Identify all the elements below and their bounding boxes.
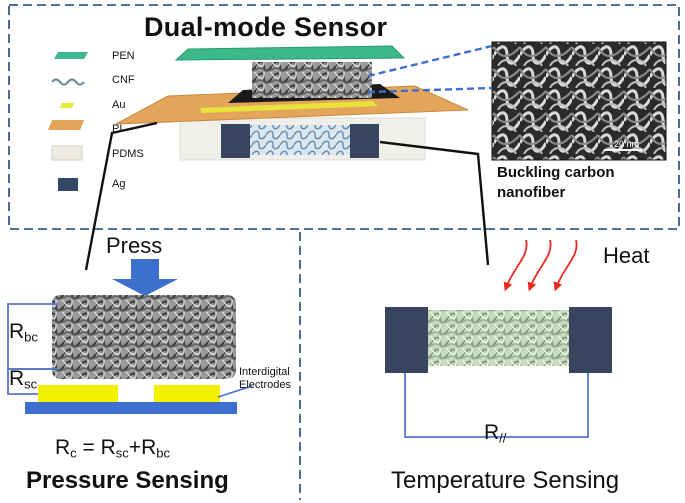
rsc-sub: sc xyxy=(24,376,38,392)
parallel-resistance-label: R// xyxy=(484,421,506,445)
temp-ag-electrode-right xyxy=(569,307,612,373)
heat-arrow-2 xyxy=(527,239,552,292)
press-arrow-shaft xyxy=(131,259,159,279)
interdigital-electrode-left xyxy=(38,385,118,402)
sem-caption-line-1: Buckling carbon xyxy=(497,164,615,181)
formula-plus: + xyxy=(128,436,142,459)
legend-label-au: Au xyxy=(112,99,126,111)
pen-layer xyxy=(174,45,406,61)
formula-rc: R xyxy=(55,436,71,459)
top-cnf-layer xyxy=(252,62,372,98)
rsc-bracket xyxy=(7,368,58,395)
ag-electrode-swatch xyxy=(58,178,78,191)
electrodes-label: Interdigital Electrodes xyxy=(239,366,291,392)
pen-layer-swatch xyxy=(54,52,88,59)
au-electrode-swatch xyxy=(60,103,74,108)
sem-scale-bar: 20 nm xyxy=(614,139,639,149)
formula-rsc: R xyxy=(100,436,116,459)
heat-arrow-3 xyxy=(553,239,578,292)
ag-block-left xyxy=(221,124,250,158)
formula-rbc: R xyxy=(141,436,157,459)
rsc-main: R xyxy=(9,367,25,390)
pressure-sensing-title: Pressure Sensing xyxy=(26,467,229,494)
formula-equals: = xyxy=(76,436,101,459)
pdms-block-swatch xyxy=(51,145,83,161)
pi-layer-swatch xyxy=(48,120,84,130)
formula-rbc-sub: bc xyxy=(156,445,170,461)
electrodes-pointer xyxy=(217,385,253,398)
bottom-cnf-layer xyxy=(245,125,355,155)
formula-rsc-sub: sc xyxy=(115,445,129,461)
au-electrodes-top xyxy=(200,101,378,113)
resistance-formula: Rc = Rsc+Rbc xyxy=(55,436,170,460)
temperature-cnf-layer xyxy=(426,310,572,366)
device-stack-illustration xyxy=(115,45,469,161)
heat-label: Heat xyxy=(603,243,650,268)
electrodes-line-1: Interdigital xyxy=(239,366,290,378)
lead-line-temperature xyxy=(379,140,490,266)
temperature-circuit-loop xyxy=(404,372,589,438)
r-parallel-sub: // xyxy=(499,430,507,446)
rbc-label: Rbc xyxy=(9,320,38,344)
pressure-substrate xyxy=(25,402,237,414)
legend-label-pdms: PDMS xyxy=(112,148,144,160)
diagram-title: Dual-mode Sensor xyxy=(144,12,388,42)
temperature-sensing-title: Temperature Sensing xyxy=(391,467,620,494)
press-arrow-head xyxy=(112,279,178,296)
zoom-connector-bottom xyxy=(367,86,493,94)
interdigital-electrode-right xyxy=(154,385,220,402)
ag-block-right xyxy=(350,124,379,158)
electrodes-line-2: Electrodes xyxy=(239,379,291,391)
legend-label-ag: Ag xyxy=(112,178,126,190)
legend-label-pen: PEN xyxy=(112,50,135,62)
temp-ag-electrode-left xyxy=(385,307,428,373)
r-parallel-main: R xyxy=(484,421,500,444)
legend-label-pi: PI xyxy=(112,123,123,135)
rbc-main: R xyxy=(9,320,25,343)
legend-icons xyxy=(48,52,88,191)
sem-image xyxy=(491,41,667,161)
legend-label-cnf: CNF xyxy=(112,74,135,86)
formula-rc-sub: c xyxy=(70,445,77,461)
sem-caption: Buckling carbon nanofiber xyxy=(497,163,615,203)
rsc-label: Rsc xyxy=(9,367,37,391)
lead-line-pressure xyxy=(84,121,158,271)
cnf-wavy-line xyxy=(51,78,85,86)
heat-arrow-1 xyxy=(503,239,528,292)
pressure-cnf-layer xyxy=(52,295,236,379)
sem-caption-line-2: nanofiber xyxy=(497,184,566,201)
rbc-sub: bc xyxy=(24,329,38,345)
press-label: Press xyxy=(106,233,163,258)
